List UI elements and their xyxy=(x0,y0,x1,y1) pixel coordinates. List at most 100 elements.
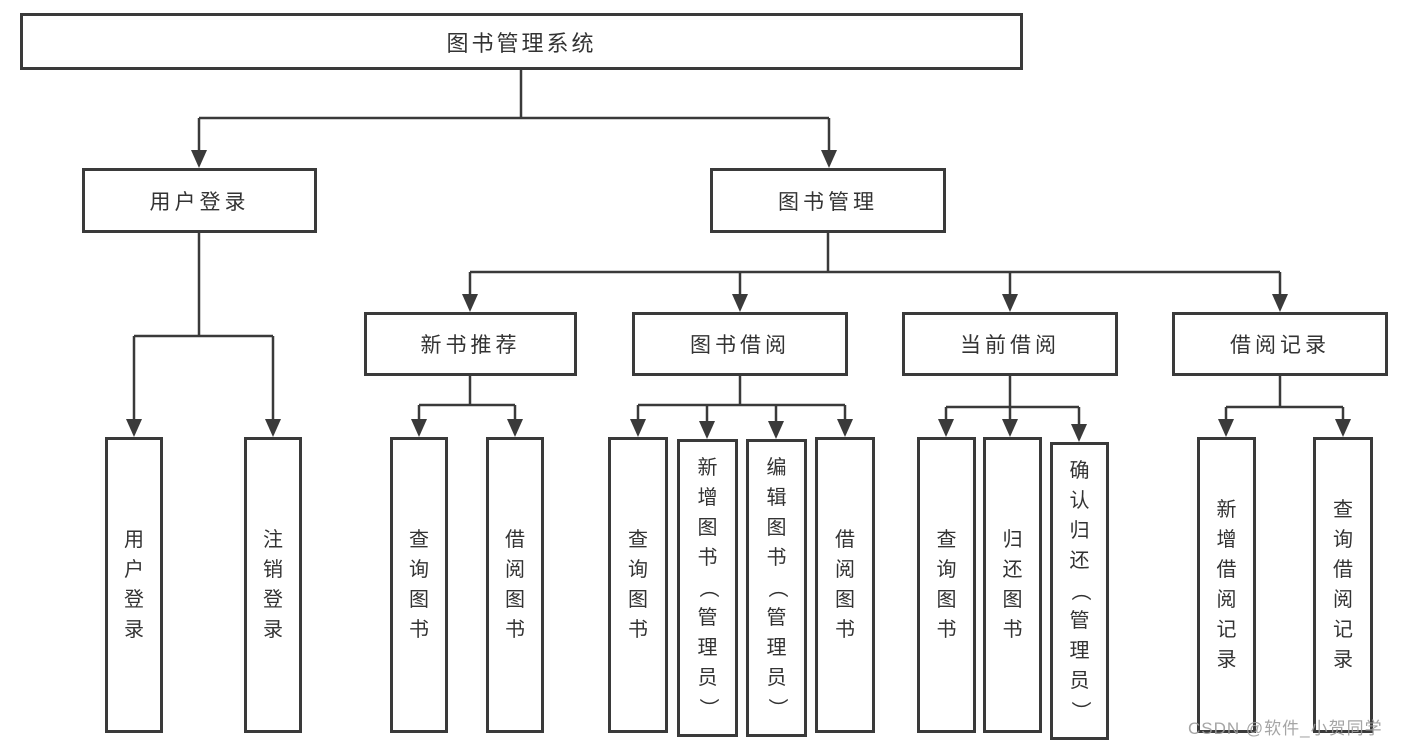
vertical-char: 借 xyxy=(1216,559,1237,581)
vertical-char: 管 xyxy=(1069,610,1090,632)
vertical-char: 图 xyxy=(697,517,718,539)
vertical-char: 新 xyxy=(697,457,718,479)
vertical-char: 新 xyxy=(1216,499,1237,521)
vertical-char: 书 xyxy=(697,547,718,569)
arrowhead-group xyxy=(126,150,1351,442)
connector-group xyxy=(132,70,1345,426)
vertical-char: 还 xyxy=(1002,559,1023,581)
arrowhead-icon xyxy=(837,419,853,437)
node-library-management-system: 图书管理系统 xyxy=(20,13,1023,70)
vertical-char: 记 xyxy=(1216,619,1237,641)
vertical-char: 阅 xyxy=(505,559,525,581)
vertical-char: 记 xyxy=(1333,619,1353,641)
connector-record-to-leaves xyxy=(1224,376,1345,421)
vertical-char: 查 xyxy=(409,529,429,551)
node-user-login: 用户登录 xyxy=(82,168,317,233)
vertical-char: 认 xyxy=(1069,490,1090,512)
leaf-query-books-borrow: 查询图书 xyxy=(608,437,668,733)
vertical-char: 查 xyxy=(1333,499,1353,521)
vertical-char: 户 xyxy=(124,559,144,581)
vertical-char: 图 xyxy=(505,589,525,611)
vertical-char: 图 xyxy=(1002,589,1023,611)
vertical-char: 阅 xyxy=(1333,589,1353,611)
connector-current-to-leaves xyxy=(944,376,1081,426)
vertical-char: （ xyxy=(1068,581,1091,601)
arrowhead-icon xyxy=(411,419,427,437)
vertical-char: 书 xyxy=(1002,619,1023,641)
node-book-management: 图书管理 xyxy=(710,168,946,233)
vertical-char: ） xyxy=(1068,701,1091,721)
node-borrowing-records: 借阅记录 xyxy=(1172,312,1388,376)
vertical-char: 理 xyxy=(697,637,718,659)
csdn-watermark: CSDN @软件_小贺同学 xyxy=(1188,719,1383,738)
vertical-char: 员 xyxy=(1069,670,1090,692)
vertical-char: 图 xyxy=(835,589,855,611)
vertical-char: （ xyxy=(765,578,788,598)
arrowhead-icon xyxy=(265,419,281,437)
vertical-char: 图 xyxy=(766,517,787,539)
vertical-char: 借 xyxy=(1333,559,1353,581)
leaf-query-borrow-record: 查询借阅记录 xyxy=(1313,437,1373,733)
vertical-char: 注 xyxy=(263,529,283,551)
vertical-char: 用 xyxy=(124,529,144,551)
leaf-confirm-return-admin: 确认归还（管理员） xyxy=(1050,442,1109,740)
vertical-char: 询 xyxy=(628,559,648,581)
connector-bookmgmt-to-level2 xyxy=(468,233,1282,298)
vertical-char: 辑 xyxy=(766,487,787,509)
vertical-char: 管 xyxy=(697,607,718,629)
leaf-borrow-books-borrow: 借阅图书 xyxy=(815,437,875,733)
node-book-borrowing: 图书借阅 xyxy=(632,312,848,376)
arrowhead-icon xyxy=(1272,294,1288,312)
vertical-char: 阅 xyxy=(835,559,855,581)
arrowhead-icon xyxy=(1071,424,1087,442)
vertical-char: 员 xyxy=(766,667,787,689)
arrowhead-icon xyxy=(126,419,142,437)
connector-userlogin-to-leaves xyxy=(132,233,275,421)
vertical-char: 还 xyxy=(1069,550,1090,572)
connector-root-to-level1 xyxy=(197,70,831,152)
arrowhead-icon xyxy=(630,419,646,437)
vertical-char: 录 xyxy=(1333,649,1353,671)
vertical-char: 理 xyxy=(766,637,787,659)
vertical-char: 录 xyxy=(263,619,283,641)
vertical-char: （ xyxy=(696,578,719,598)
arrowhead-icon xyxy=(732,294,748,312)
arrowhead-icon xyxy=(1335,419,1351,437)
vertical-char: 理 xyxy=(1069,640,1090,662)
vertical-char: ） xyxy=(696,698,719,718)
vertical-char: 书 xyxy=(835,619,855,641)
arrowhead-icon xyxy=(699,421,715,439)
leaf-borrow-books-newbook: 借阅图书 xyxy=(486,437,544,733)
node-new-book-recommendation: 新书推荐 xyxy=(364,312,577,376)
node-current-borrowing: 当前借阅 xyxy=(902,312,1118,376)
vertical-char: 询 xyxy=(1333,529,1353,551)
vertical-char: 录 xyxy=(1216,649,1237,671)
vertical-char: 借 xyxy=(505,529,525,551)
vertical-char: 借 xyxy=(835,529,855,551)
vertical-char: 录 xyxy=(124,619,144,641)
vertical-char: 归 xyxy=(1069,520,1090,542)
vertical-char: 书 xyxy=(766,547,787,569)
connector-newbook-to-leaves xyxy=(417,376,517,421)
vertical-char: 询 xyxy=(936,559,957,581)
vertical-char: 查 xyxy=(936,529,957,551)
arrowhead-icon xyxy=(1002,294,1018,312)
leaf-query-books-newbook: 查询图书 xyxy=(390,437,448,733)
leaf-query-books-current: 查询图书 xyxy=(917,437,976,733)
vertical-char: 书 xyxy=(505,619,525,641)
vertical-char: 增 xyxy=(1216,529,1237,551)
vertical-char: 登 xyxy=(124,589,144,611)
vertical-char: 询 xyxy=(409,559,429,581)
connector-borrow-to-leaves xyxy=(636,376,847,423)
vertical-char: 图 xyxy=(936,589,957,611)
arrowhead-icon xyxy=(821,150,837,168)
vertical-char: 书 xyxy=(628,619,648,641)
vertical-char: 编 xyxy=(766,457,787,479)
vertical-char: 图 xyxy=(628,589,648,611)
vertical-char: ） xyxy=(765,698,788,718)
vertical-char: 增 xyxy=(697,487,718,509)
arrowhead-icon xyxy=(768,421,784,439)
arrowhead-icon xyxy=(1002,419,1018,437)
